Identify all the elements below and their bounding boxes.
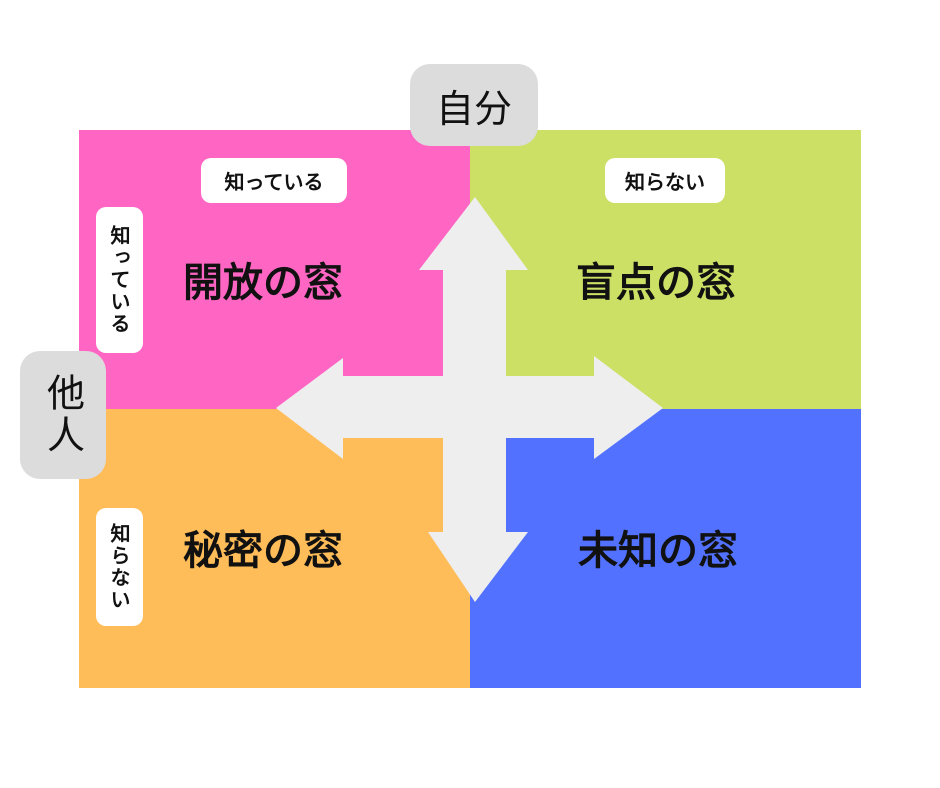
self-axis-label: 自分 xyxy=(410,64,538,146)
blind-window-title: 盲点の窓 xyxy=(576,260,736,306)
self-unknows-label: 知らない xyxy=(605,158,725,203)
unknown-window-title: 未知の窓 xyxy=(578,528,738,574)
arrow-left-icon xyxy=(276,358,443,459)
others-knows-label: 知っている xyxy=(96,207,143,353)
unknown-window-quadrant xyxy=(470,409,861,688)
arrow-right-icon xyxy=(506,356,663,459)
self-knows-label: 知っている xyxy=(201,158,347,203)
secret-window-title: 秘密の窓 xyxy=(183,528,343,574)
others-axis-label: 他人 xyxy=(20,351,106,479)
others-unknows-label: 知らない xyxy=(96,508,143,626)
secret-window-quadrant xyxy=(79,409,470,688)
open-window-title: 開放の窓 xyxy=(183,260,343,306)
arrow-up-icon xyxy=(419,197,528,376)
arrow-center xyxy=(443,376,506,438)
arrow-down-icon xyxy=(428,438,528,602)
